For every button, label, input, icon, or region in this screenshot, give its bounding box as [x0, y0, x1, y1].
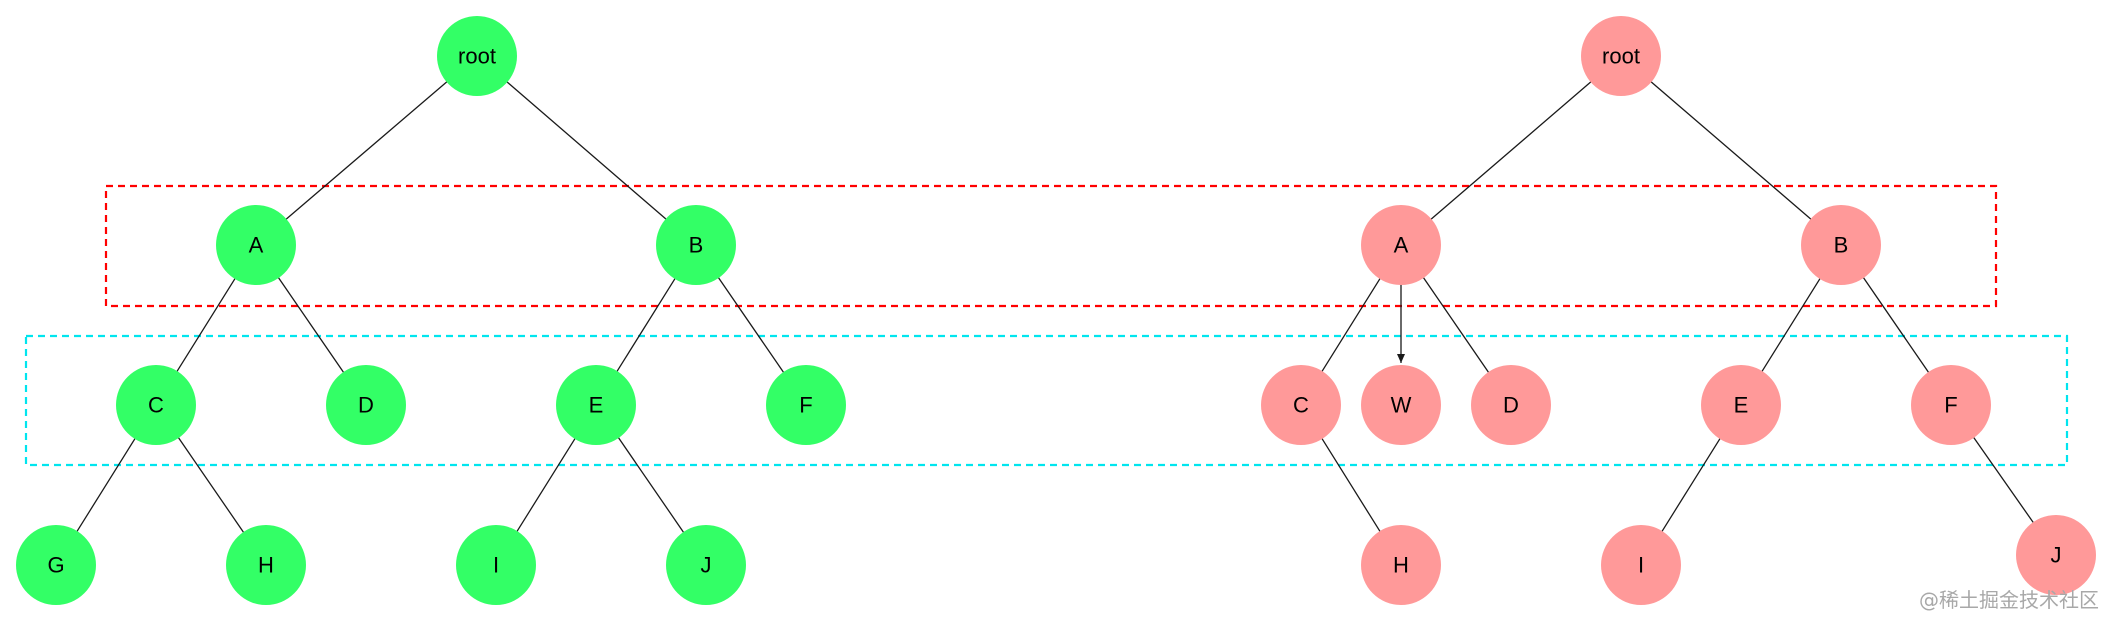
node-label: D — [1503, 393, 1519, 418]
node-circle — [656, 205, 736, 285]
right-edge-a-c — [1321, 277, 1381, 373]
right-node-e: E — [1701, 365, 1781, 445]
left-edge-c-h — [177, 436, 245, 534]
node-label: W — [1391, 393, 1412, 418]
right-node-h: H — [1361, 525, 1441, 605]
node-circle — [556, 365, 636, 445]
left-node-c: C — [116, 365, 196, 445]
node-circle — [2016, 515, 2096, 595]
node-label: I — [493, 553, 499, 578]
node-label: A — [1394, 233, 1409, 258]
right-edge-f-j — [1972, 436, 2035, 524]
right-node-c: C — [1261, 365, 1341, 445]
node-circle — [116, 365, 196, 445]
node-label: root — [1602, 44, 1640, 69]
left-edge-e-j — [617, 436, 685, 534]
node-label: F — [1944, 393, 1957, 418]
left-edge-a-c — [176, 277, 236, 373]
left-node-h: H — [226, 525, 306, 605]
node-circle — [766, 365, 846, 445]
node-label: A — [249, 233, 264, 258]
node-circle — [1581, 16, 1661, 96]
node-circle — [1911, 365, 1991, 445]
left-node-f: F — [766, 365, 846, 445]
node-label: E — [589, 393, 604, 418]
right-edge-root-a — [1430, 80, 1592, 221]
left-edge-root-a — [285, 80, 448, 221]
node-label: root — [458, 44, 496, 69]
right-edge-b-e — [1761, 277, 1821, 373]
node-circle — [1471, 365, 1551, 445]
node-label: G — [47, 553, 64, 578]
node-label: F — [799, 393, 812, 418]
node-circle — [666, 525, 746, 605]
right-node-j: J — [2016, 515, 2096, 595]
node-circle — [1701, 365, 1781, 445]
left-edge-e-i — [516, 437, 576, 533]
left-edge-b-e — [616, 277, 676, 373]
left-node-g: G — [16, 525, 96, 605]
left-edge-b-f — [717, 276, 785, 374]
node-circle — [216, 205, 296, 285]
right-node-w: W — [1361, 365, 1441, 445]
node-circle — [226, 525, 306, 605]
node-label: E — [1734, 393, 1749, 418]
node-circle — [16, 525, 96, 605]
node-label: B — [1834, 233, 1849, 258]
node-label: J — [2051, 543, 2062, 568]
left-edge-c-g — [76, 437, 136, 533]
node-label: H — [1393, 553, 1409, 578]
right-node-f: F — [1911, 365, 1991, 445]
level-1-highlight-box — [104, 184, 1998, 308]
node-circle — [437, 16, 517, 96]
watermark: @稀土掘金技术社区 — [1919, 588, 2099, 612]
node-label: B — [689, 233, 704, 258]
node-circle — [1361, 205, 1441, 285]
left-node-j: J — [666, 525, 746, 605]
right-node-a: A — [1361, 205, 1441, 285]
right-edge-root-b — [1650, 80, 1812, 221]
node-circle — [1601, 525, 1681, 605]
node-label: D — [358, 393, 374, 418]
node-label: H — [258, 553, 274, 578]
node-label: C — [1293, 393, 1309, 418]
node-label: C — [148, 393, 164, 418]
left-node-e: E — [556, 365, 636, 445]
left-node-i: I — [456, 525, 536, 605]
right-edge-e-i — [1661, 437, 1721, 533]
right-edge-b-f — [1862, 276, 1930, 374]
right-node-root: root — [1581, 16, 1661, 96]
left-node-b: B — [656, 205, 736, 285]
node-label: I — [1638, 553, 1644, 578]
node-circle — [1361, 525, 1441, 605]
left-edge-a-d — [277, 276, 345, 374]
right-node-b: B — [1801, 205, 1881, 285]
node-circle — [1361, 365, 1441, 445]
right-edge-c-h — [1321, 437, 1381, 533]
right-node-i: I — [1601, 525, 1681, 605]
node-circle — [1801, 205, 1881, 285]
node-circle — [326, 365, 406, 445]
node-circle — [1261, 365, 1341, 445]
left-edge-root-b — [506, 80, 667, 221]
left-node-a: A — [216, 205, 296, 285]
node-label: J — [701, 553, 712, 578]
left-node-root: root — [437, 16, 517, 96]
left-node-d: D — [326, 365, 406, 445]
node-circle — [456, 525, 536, 605]
edges-layer — [76, 80, 2035, 534]
right-edge-a-d — [1422, 276, 1490, 374]
level-2-highlight-box — [24, 334, 2069, 467]
right-node-d: D — [1471, 365, 1551, 445]
